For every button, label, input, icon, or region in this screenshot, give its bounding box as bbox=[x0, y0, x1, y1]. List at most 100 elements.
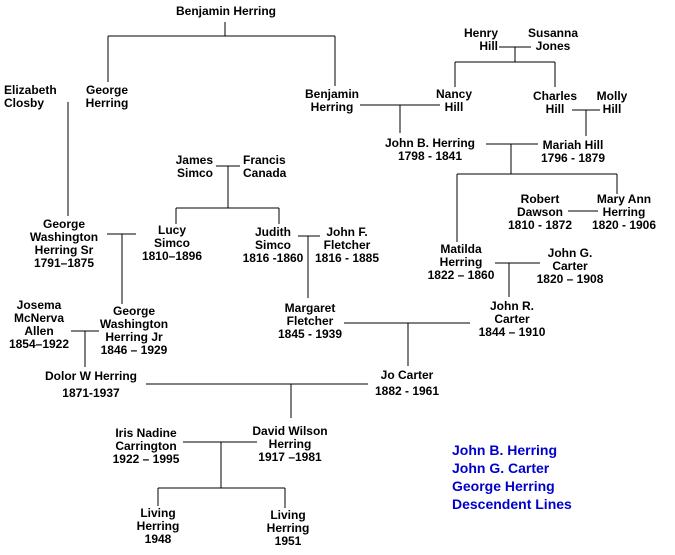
person-living-herring-1948: Living Herring 1948 bbox=[137, 507, 180, 546]
person-elizabeth-closby: Elizabeth Closby bbox=[4, 84, 57, 110]
person-name: Herring bbox=[266, 521, 310, 535]
person-name: John G. bbox=[547, 246, 593, 260]
person-name: Charles bbox=[532, 89, 578, 103]
person-george-washington-herring-sr: George Washington Herring Sr 1791–1875 bbox=[30, 218, 98, 270]
person-dates: 1922 – 1995 bbox=[112, 452, 180, 466]
person-george-washington-herring-jr: George Washington Herring Jr 1846 – 1929 bbox=[100, 305, 168, 357]
legend-descendent-lines: John B. Herring John G. Carter George He… bbox=[452, 441, 572, 513]
person-name: James bbox=[175, 153, 213, 167]
person-name: Carrington bbox=[115, 439, 177, 453]
person-matilda-herring: Matilda Herring 1822 – 1860 bbox=[428, 243, 495, 282]
person-name: Washington bbox=[99, 317, 169, 331]
person-name: Simco bbox=[153, 236, 191, 250]
person-name: Judith bbox=[254, 225, 291, 239]
person-dates: 1948 bbox=[144, 532, 172, 546]
person-name: George bbox=[85, 83, 128, 97]
person-name: Benjamin Herring bbox=[175, 4, 277, 18]
person-john-g-carter: John G. Carter 1820 – 1908 bbox=[537, 247, 604, 286]
person-name: Living bbox=[270, 508, 306, 522]
person-name: Herring bbox=[602, 205, 646, 219]
person-david-wilson-herring: David Wilson Herring 1917 –1981 bbox=[252, 425, 327, 464]
person-name: Molly bbox=[596, 89, 628, 103]
person-name: Hill bbox=[545, 102, 565, 116]
person-margaret-fletcher: Margaret Fletcher 1845 - 1939 bbox=[278, 302, 342, 341]
person-dates: 1846 – 1929 bbox=[100, 343, 168, 357]
legend-line: John G. Carter bbox=[452, 460, 550, 476]
person-george-herring: George Herring bbox=[86, 84, 129, 110]
person-dates: 1871-1937 bbox=[62, 386, 120, 400]
legend-line: John B. Herring bbox=[452, 442, 558, 458]
person-name: McNerva bbox=[13, 311, 65, 325]
person-name: Mary Ann bbox=[596, 192, 652, 206]
legend-line: Descendent Lines bbox=[452, 496, 572, 512]
person-name: Lucy bbox=[157, 223, 187, 237]
person-name: Herring bbox=[136, 519, 180, 533]
person-name: Susanna bbox=[527, 26, 579, 40]
person-dates: 1882 - 1961 bbox=[374, 384, 440, 398]
person-dates: 1820 - 1906 bbox=[591, 218, 657, 232]
person-name: John B. Herring bbox=[384, 136, 476, 150]
person-name: Robert bbox=[520, 192, 560, 206]
person-dates: 1844 – 1910 bbox=[478, 325, 546, 339]
person-dates: 1810 - 1872 bbox=[507, 218, 573, 232]
person-name: Matilda bbox=[440, 242, 482, 256]
person-name: Hill bbox=[602, 102, 622, 116]
person-name: George bbox=[42, 217, 85, 231]
person-name: John F. bbox=[326, 225, 368, 239]
person-nancy-hill: Nancy Hill bbox=[436, 88, 472, 114]
person-name: Margaret bbox=[284, 301, 336, 315]
person-francis-canada: Francis Canada bbox=[243, 154, 286, 180]
person-james-simco: James Simco bbox=[176, 154, 213, 180]
person-name: Fletcher bbox=[286, 314, 334, 328]
person-lucy-simco: Lucy Simco 1810–1896 bbox=[142, 224, 202, 263]
person-dates: 1951 bbox=[274, 534, 302, 548]
person-name: Jo Carter bbox=[380, 368, 434, 382]
person-jo-carter: Jo Carter 1882 - 1961 bbox=[375, 369, 439, 398]
person-name: Josema bbox=[16, 298, 62, 312]
person-dates: 1820 – 1908 bbox=[536, 272, 604, 286]
person-name: Dolor W Herring bbox=[45, 369, 137, 383]
person-charles-hill: Charles Hill bbox=[533, 90, 577, 116]
person-dates: 1917 –1981 bbox=[258, 450, 322, 464]
person-name: Fletcher bbox=[323, 238, 371, 252]
person-name: Canada bbox=[243, 166, 287, 180]
person-john-r-carter: John R. Carter 1844 – 1910 bbox=[479, 300, 546, 339]
person-name: Simco bbox=[176, 166, 213, 180]
person-dates: 1796 - 1879 bbox=[540, 151, 606, 165]
person-name: Hill bbox=[444, 100, 464, 114]
person-name: Hill bbox=[479, 39, 498, 53]
person-name: Carter bbox=[552, 259, 588, 273]
person-dates: 1810–1896 bbox=[141, 249, 203, 263]
person-benjamin-herring-jr: Benjamin Herring bbox=[305, 88, 359, 114]
person-name: Benjamin bbox=[304, 87, 360, 101]
person-name: Washington bbox=[29, 230, 99, 244]
person-dates: 1845 - 1939 bbox=[277, 327, 343, 341]
person-john-b-herring: John B. Herring 1798 - 1841 bbox=[385, 137, 475, 163]
person-dates: 1798 - 1841 bbox=[397, 149, 463, 163]
person-dates: 1791–1875 bbox=[33, 256, 95, 270]
person-name: Henry bbox=[463, 26, 498, 40]
person-name: Herring bbox=[85, 96, 129, 110]
person-name: Herring bbox=[268, 437, 312, 451]
person-name: Elizabeth bbox=[4, 83, 57, 97]
person-name: Mariah Hill bbox=[542, 138, 604, 152]
person-mary-ann-herring: Mary Ann Herring 1820 - 1906 bbox=[592, 193, 656, 232]
person-name: Francis bbox=[243, 153, 286, 167]
person-name: Simco bbox=[254, 238, 292, 252]
person-robert-dawson: Robert Dawson 1810 - 1872 bbox=[508, 193, 572, 232]
person-susanna-jones: Susanna Jones bbox=[528, 27, 578, 53]
person-josema-mcnerva-allen: Josema McNerva Allen 1854–1922 bbox=[9, 299, 69, 351]
person-name: Herring Jr bbox=[105, 330, 163, 344]
person-living-herring-1951: Living Herring 1951 bbox=[267, 509, 310, 548]
person-dates: 1822 – 1860 bbox=[427, 268, 495, 282]
person-name: David Wilson bbox=[252, 424, 328, 438]
person-name: Herring bbox=[439, 255, 483, 269]
person-dates: 1854–1922 bbox=[8, 337, 70, 351]
person-henry-hill: Henry Hill bbox=[464, 27, 498, 53]
person-name: Nancy bbox=[435, 87, 473, 101]
person-name: George bbox=[112, 304, 155, 318]
person-name: Allen bbox=[24, 324, 54, 338]
person-name: Closby bbox=[4, 96, 45, 110]
